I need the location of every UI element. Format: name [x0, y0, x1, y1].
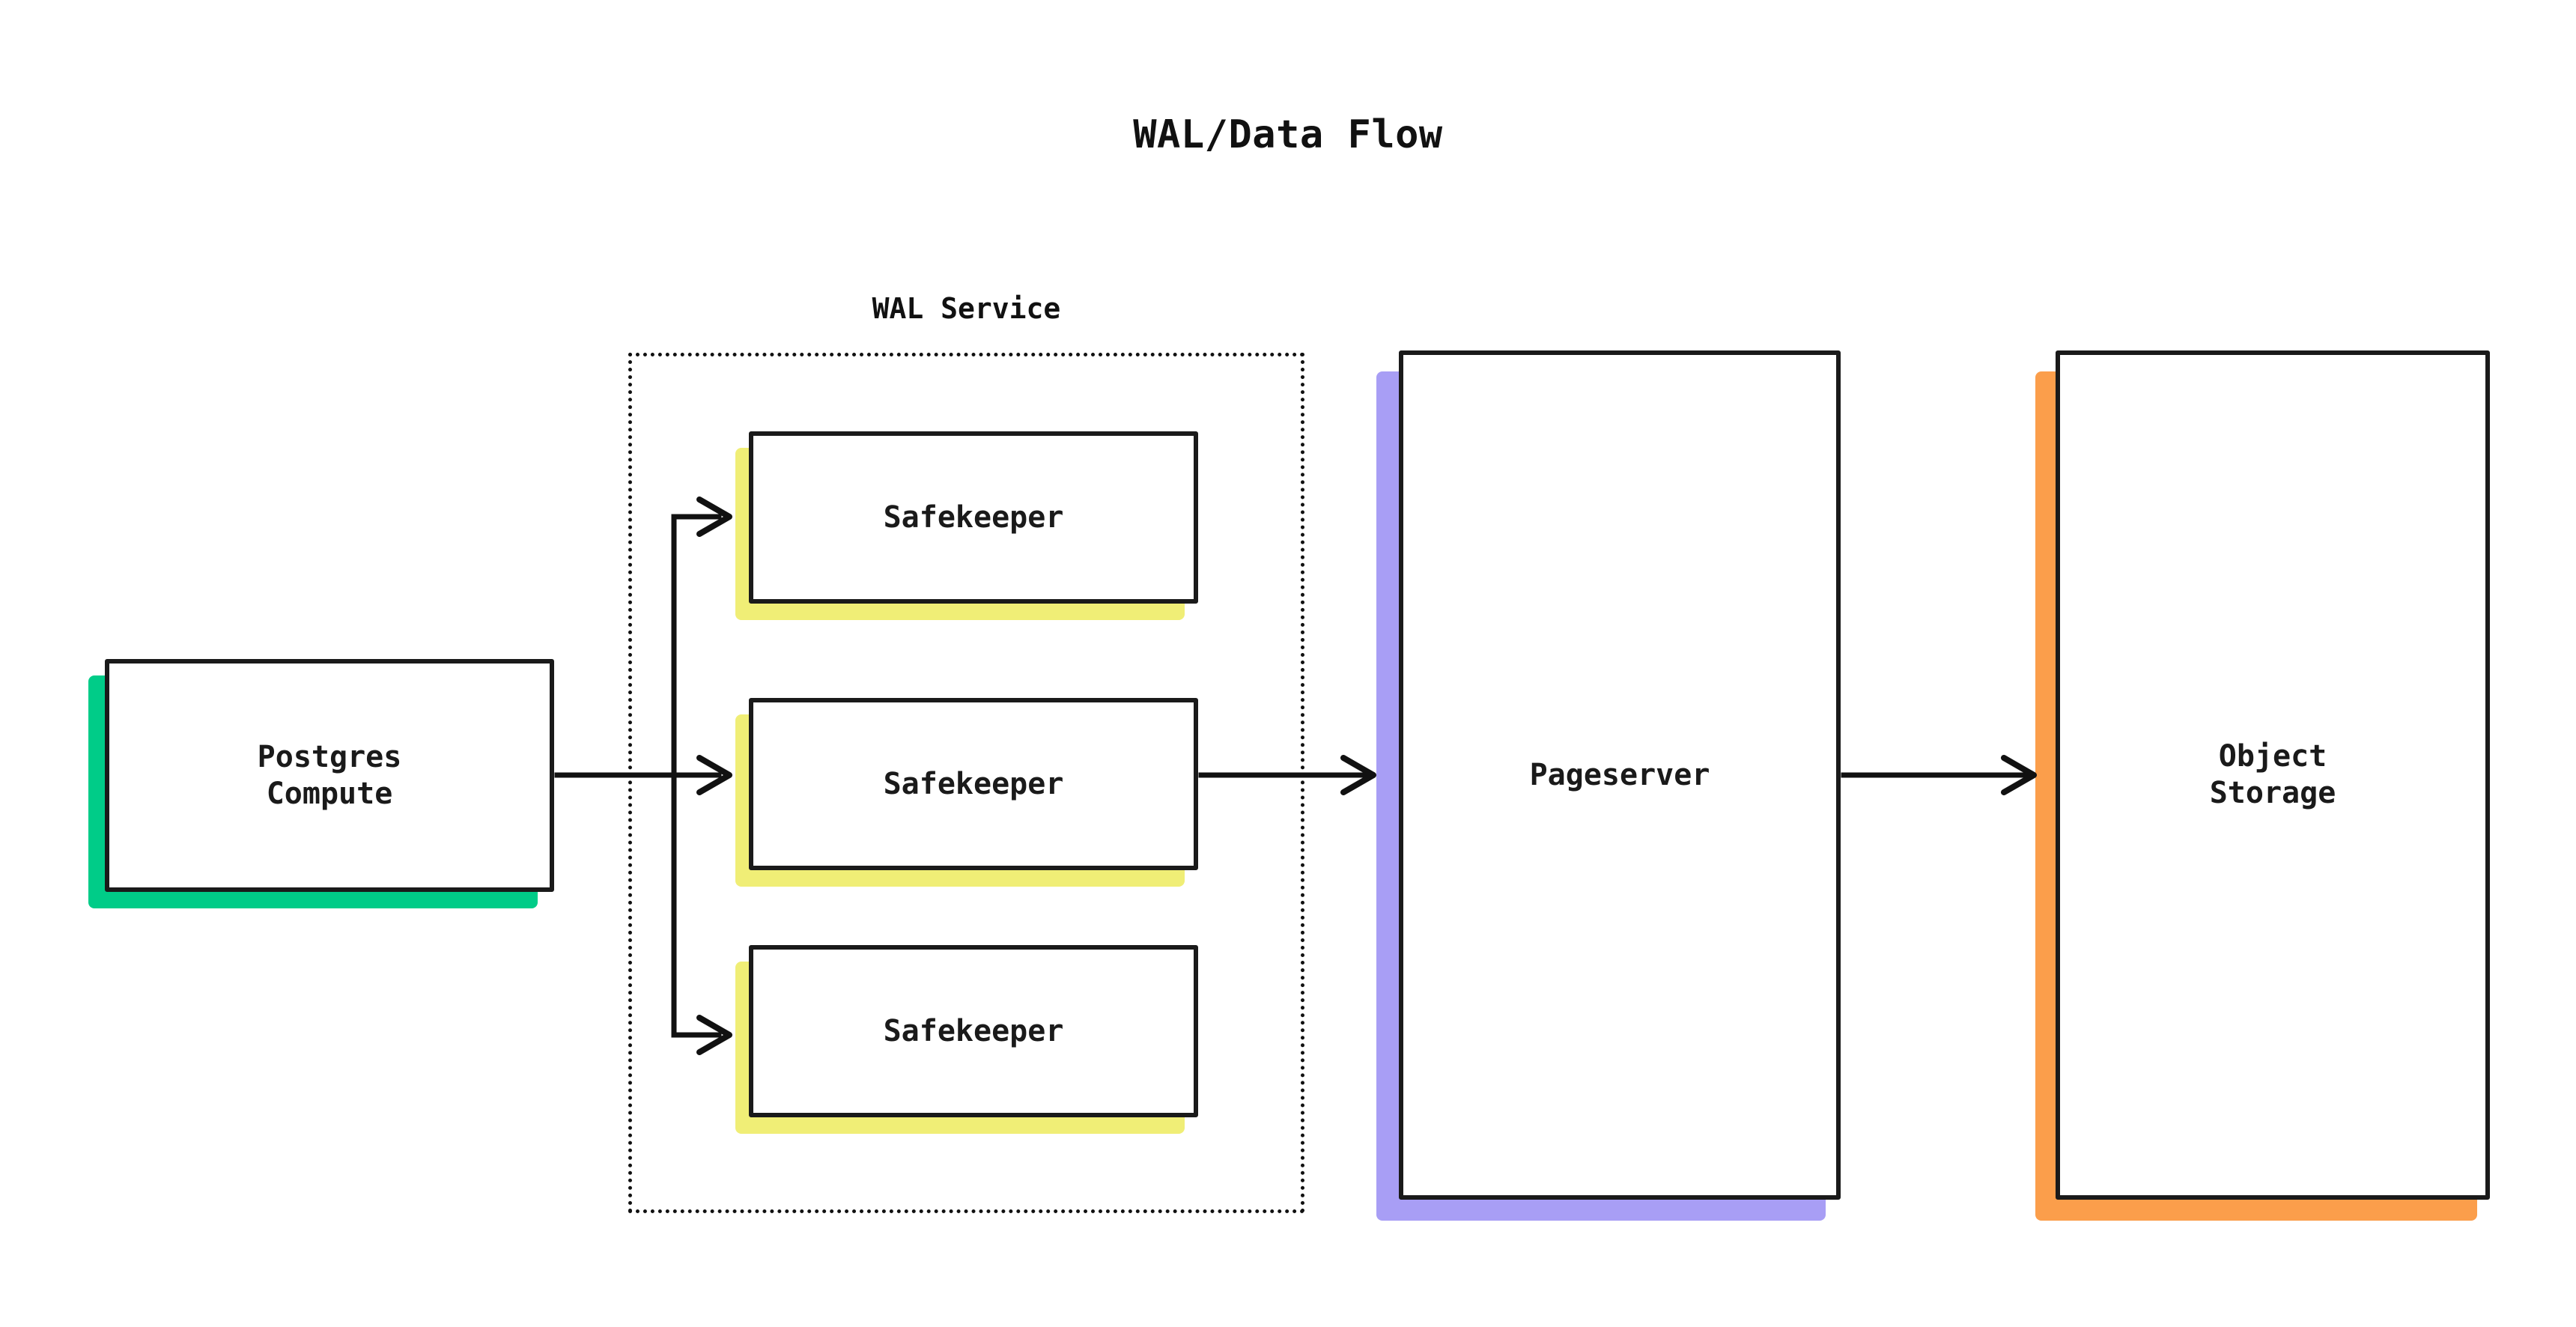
node-label-object-storage: Object Storage [2209, 739, 2336, 810]
node-safekeeper-1[interactable]: Safekeeper [749, 431, 1198, 604]
node-pageserver[interactable]: Pageserver [1399, 350, 1841, 1200]
node-safekeeper-2[interactable]: Safekeeper [749, 698, 1198, 870]
arrow-head-object-storage [2001, 755, 2037, 795]
arrow-head-pageserver [1340, 755, 1376, 795]
page-title: WAL/Data Flow [1133, 112, 1443, 157]
cluster-label-wal-service: WAL Service [872, 292, 1061, 325]
node-label-safekeeper-2: Safekeeper [883, 766, 1064, 801]
node-label-safekeeper-1: Safekeeper [883, 499, 1064, 535]
node-label-postgres-compute: Postgres Compute [257, 739, 402, 811]
node-label-safekeeper-3: Safekeeper [883, 1013, 1064, 1048]
node-label-pageserver: Pageserver [1529, 757, 1710, 792]
cluster-box-wal-service [628, 353, 1304, 1213]
node-postgres-compute[interactable]: Postgres Compute [105, 659, 554, 892]
node-object-storage[interactable]: Object Storage [2056, 350, 2490, 1200]
node-safekeeper-3[interactable]: Safekeeper [749, 945, 1198, 1117]
